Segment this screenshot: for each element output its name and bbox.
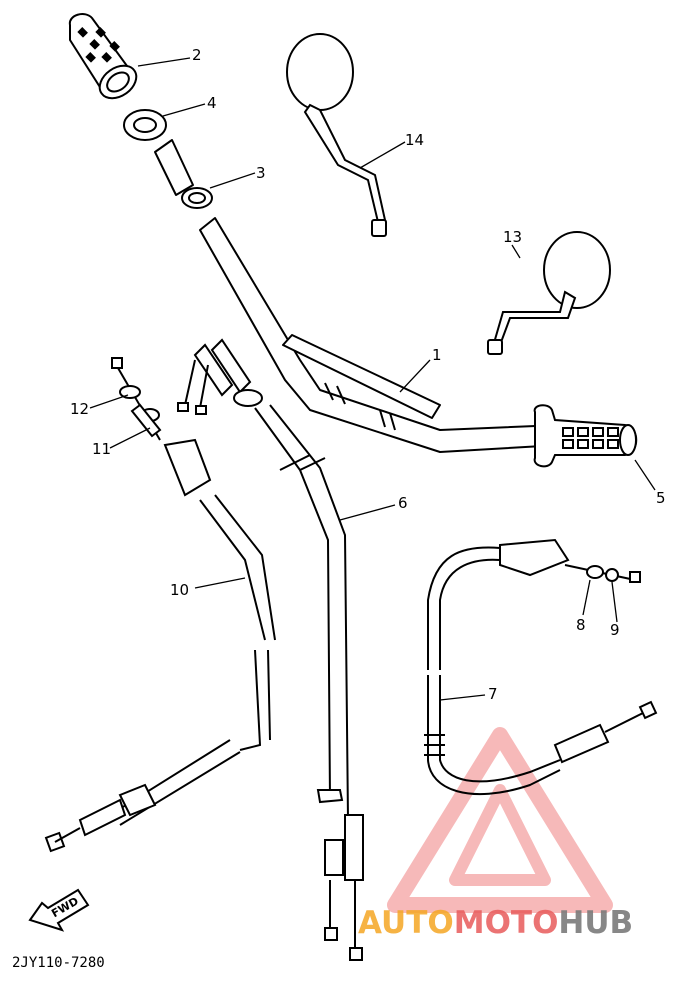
callout-5: 5	[656, 489, 666, 507]
watermark-auto: AUTO	[358, 905, 454, 941]
callout-10: 10	[170, 581, 189, 599]
handlebar	[154, 139, 561, 453]
callout-3: 3	[256, 164, 266, 182]
callout-13: 13	[503, 228, 522, 246]
callout-8: 8	[576, 616, 586, 634]
callout-7: 7	[488, 685, 498, 703]
cable-part-7	[424, 538, 658, 796]
throttle-cable-part-6	[177, 338, 364, 961]
watermark-triangle-icon	[387, 727, 613, 913]
clamp-part-3	[181, 187, 213, 209]
right-grip-part-5	[533, 404, 638, 468]
callout-2: 2	[192, 46, 202, 64]
leader-lines	[89, 57, 656, 701]
part-code: 2JY110-7280	[12, 955, 105, 971]
callout-9: 9	[610, 621, 620, 639]
washer-part-4	[123, 109, 167, 141]
adjuster-parts-11-12	[111, 357, 162, 441]
watermark-logo: AUTOMOTOHUB	[358, 905, 633, 941]
callout-6: 6	[398, 494, 408, 512]
callout-12: 12	[70, 400, 89, 418]
callout-11: 11	[92, 440, 111, 458]
mirror-part-13	[487, 231, 611, 355]
watermark-hub: HUB	[558, 905, 633, 941]
clutch-cable-part-10	[44, 438, 276, 853]
mirror-part-14	[286, 33, 387, 237]
watermark-moto: MOTO	[454, 905, 559, 941]
left-grip-part-2	[68, 13, 138, 100]
callout-14: 14	[405, 131, 424, 149]
svg-text:AUTOMOTOHUB: AUTOMOTOHUB	[358, 905, 633, 941]
callout-4: 4	[207, 94, 217, 112]
callout-numbers: 1 2 3 4 5 6 7 8 9 10 11 12 13 14	[70, 46, 666, 703]
fwd-arrow-icon: FWD	[28, 888, 90, 932]
callout-1: 1	[432, 346, 442, 364]
